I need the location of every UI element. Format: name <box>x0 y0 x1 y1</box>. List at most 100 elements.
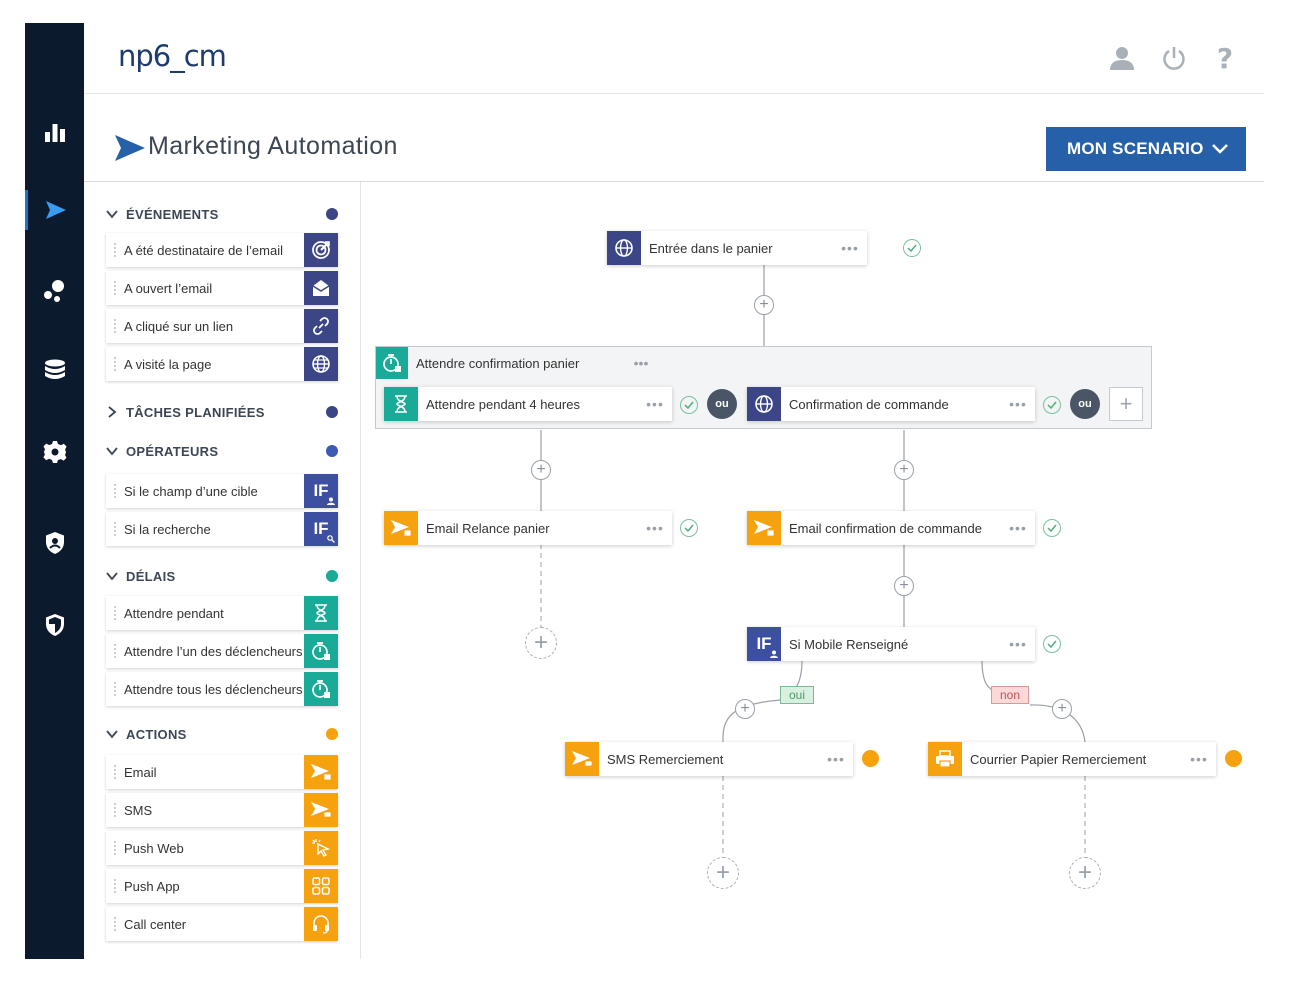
flow-node-entry[interactable]: Entrée dans le panier ••• <box>607 231 867 265</box>
flow-node-email-confirmation[interactable]: Email confirmation de commande ••• <box>747 511 1035 545</box>
palette-item[interactable]: A cliqué sur un lien <box>106 309 338 343</box>
status-dot <box>326 445 338 457</box>
chevron-down-icon <box>1212 144 1228 154</box>
check-icon <box>1043 396 1061 414</box>
flow-node-wait-4h[interactable]: Attendre pendant 4 heures ••• <box>384 387 672 421</box>
nav-settings[interactable] <box>25 432 84 472</box>
section-delays[interactable]: DÉLAIS <box>106 566 338 586</box>
email-send-icon <box>747 511 781 545</box>
hourglass-icon <box>384 387 418 421</box>
add-trigger-button[interactable]: + <box>1109 387 1143 421</box>
palette-item[interactable]: Call center <box>106 907 338 941</box>
scenario-dropdown[interactable]: MON SCENARIO <box>1046 127 1246 171</box>
add-step-button[interactable]: + <box>525 627 557 659</box>
more-menu-button[interactable]: ••• <box>1009 520 1027 536</box>
add-step-button[interactable]: + <box>1052 699 1072 719</box>
stopwatch-icon <box>304 672 338 706</box>
or-toggle[interactable]: ou <box>1070 389 1100 419</box>
more-menu-button[interactable]: ••• <box>1190 751 1208 767</box>
status-dot <box>326 728 338 740</box>
status-dot <box>1225 750 1242 767</box>
link-icon <box>304 309 338 343</box>
nav-automation[interactable] <box>25 190 84 230</box>
more-menu-button[interactable]: ••• <box>1009 396 1027 412</box>
database-icon <box>44 359 65 379</box>
section-title: DÉLAIS <box>126 568 176 584</box>
flow-node-confirmation[interactable]: Confirmation de commande ••• <box>747 387 1035 421</box>
palette-item[interactable]: SMS <box>106 793 338 827</box>
headset-icon <box>304 907 338 941</box>
palette-item[interactable]: Si la recherche IF <box>106 512 338 546</box>
more-menu-button[interactable]: ••• <box>633 355 649 371</box>
power-icon <box>1163 47 1185 70</box>
if-search-icon: IF <box>304 512 338 546</box>
user-account-button[interactable] <box>1107 43 1137 73</box>
status-dot <box>862 750 879 767</box>
palette-item[interactable]: Email <box>106 755 338 789</box>
status-dot <box>326 406 338 418</box>
palette-item[interactable]: Push Web <box>106 831 338 865</box>
if-user-icon: IF <box>304 474 338 508</box>
printer-icon <box>928 742 962 776</box>
chevron-down-icon <box>106 447 118 456</box>
bar-chart-icon <box>44 124 65 142</box>
chevron-down-icon <box>106 572 118 581</box>
nav-rgpd[interactable] <box>25 523 84 563</box>
flow-node-if-mobile[interactable]: IF Si Mobile Renseigné ••• <box>747 627 1035 661</box>
sms-send-icon <box>565 742 599 776</box>
section-tasks[interactable]: TÂCHES PLANIFIÉES <box>106 402 338 422</box>
more-menu-button[interactable]: ••• <box>841 240 859 256</box>
nav-stats[interactable] <box>25 112 84 152</box>
add-step-button[interactable]: + <box>754 295 774 315</box>
flow-node-courrier[interactable]: Courrier Papier Remerciement ••• <box>928 742 1216 776</box>
block-palette: ÉVÉNEMENTS A été destinataire de l’email… <box>84 182 361 959</box>
palette-item[interactable]: Push App <box>106 869 338 903</box>
section-title: ACTIONS <box>126 726 187 742</box>
gear-icon <box>42 441 67 463</box>
branch-no-label: non <box>991 686 1030 704</box>
email-send-icon <box>384 511 418 545</box>
section-title: OPÉRATEURS <box>126 443 219 459</box>
scenario-label: MON SCENARIO <box>1067 139 1204 158</box>
add-step-button[interactable]: + <box>707 857 739 889</box>
email-send-icon <box>304 755 338 789</box>
or-toggle[interactable]: ou <box>707 389 737 419</box>
check-icon <box>1043 635 1061 653</box>
more-menu-button[interactable]: ••• <box>1009 636 1027 652</box>
nav-security[interactable] <box>25 605 84 645</box>
if-user-icon: IF <box>747 627 781 661</box>
nav-segments[interactable] <box>25 271 84 311</box>
section-events[interactable]: ÉVÉNEMENTS <box>106 204 338 224</box>
more-menu-button[interactable]: ••• <box>646 396 664 412</box>
scenario-canvas[interactable]: Entrée dans le panier ••• + Attendre con… <box>362 182 1264 959</box>
section-operators[interactable]: OPÉRATEURS <box>106 441 338 461</box>
flow-node-email-relance[interactable]: Email Relance panier ••• <box>384 511 672 545</box>
add-step-button[interactable]: + <box>894 460 914 480</box>
more-menu-button[interactable]: ••• <box>827 751 845 767</box>
add-step-button[interactable]: + <box>531 460 551 480</box>
help-button[interactable]: ? <box>1210 42 1240 75</box>
check-icon <box>680 519 698 537</box>
section-actions[interactable]: ACTIONS <box>106 724 338 744</box>
title-bar: Marketing Automation MON SCENARIO <box>84 94 1264 182</box>
nav-database[interactable] <box>25 350 84 390</box>
add-step-button[interactable]: + <box>1069 857 1101 889</box>
palette-item[interactable]: Attendre tous les déclencheurs <box>106 672 338 706</box>
palette-item[interactable]: Attendre pendant <box>106 596 338 630</box>
palette-item[interactable]: Attendre l’un des déclencheurs <box>106 634 338 668</box>
palette-item[interactable]: Si le champ d’une cible IF <box>106 474 338 508</box>
send-icon <box>46 201 66 219</box>
palette-item[interactable]: A ouvert l’email <box>106 271 338 305</box>
palette-item[interactable]: A été destinataire de l’email <box>106 233 338 267</box>
chevron-right-icon <box>108 406 117 418</box>
logout-button[interactable] <box>1159 43 1189 73</box>
flow-node-sms[interactable]: SMS Remerciement ••• <box>565 742 853 776</box>
group-header: Attendre confirmation panier ••• <box>376 347 1151 379</box>
add-step-button[interactable]: + <box>735 699 755 719</box>
more-menu-button[interactable]: ••• <box>646 520 664 536</box>
palette-item[interactable]: A visité la page <box>106 347 338 381</box>
target-icon <box>304 233 338 267</box>
shield-icon <box>45 614 64 636</box>
chevron-down-icon <box>106 730 118 739</box>
add-step-button[interactable]: + <box>894 576 914 596</box>
